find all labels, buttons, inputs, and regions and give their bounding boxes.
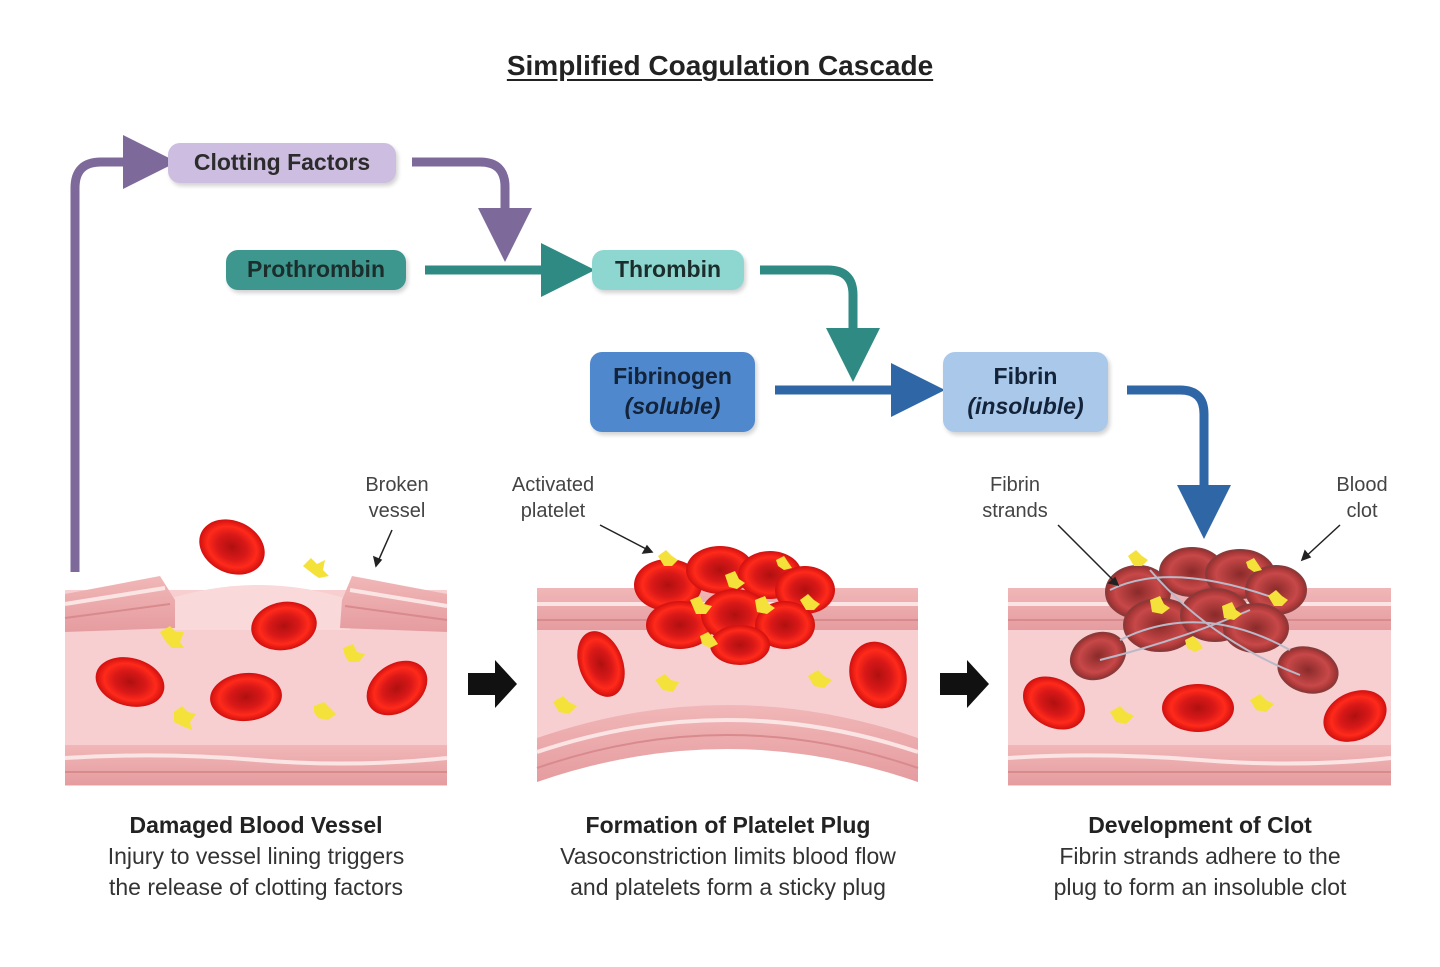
clotting-factors-box: Clotting Factors bbox=[168, 143, 396, 183]
red-blood-cell bbox=[95, 519, 428, 722]
prothrombin-box: Prothrombin bbox=[226, 250, 406, 290]
arrow-fibrin-to-clot bbox=[1127, 385, 1231, 539]
caption-damaged-vessel: Damaged Blood Vessel Injury to vessel li… bbox=[107, 812, 405, 901]
platelet-plug-cluster bbox=[634, 546, 835, 665]
platelet bbox=[553, 670, 832, 714]
caption-clot: Development of Clot Fibrin strands adher… bbox=[1053, 812, 1347, 901]
fibrin-box: Fibrin (insoluble) bbox=[943, 352, 1108, 432]
page-title: Simplified Coagulation Cascade bbox=[506, 50, 934, 81]
next-arrow-1 bbox=[468, 660, 517, 708]
next-arrow-2 bbox=[940, 660, 989, 708]
pointer-activated-platelet bbox=[599, 524, 653, 553]
pointer-fibrin-strands bbox=[1057, 524, 1119, 586]
panel-damaged-vessel bbox=[64, 519, 448, 786]
red-blood-cell bbox=[1023, 676, 1387, 742]
caption-platelet-plug: Formation of Platelet Plug Vasoconstrict… bbox=[560, 812, 896, 901]
fibrinogen-box: Fibrinogen (soluble) bbox=[590, 352, 755, 432]
red-blood-cell bbox=[577, 631, 907, 709]
thrombin-box: Thrombin bbox=[592, 250, 744, 290]
arrow-thrombin-to-fibrin bbox=[760, 265, 880, 382]
panel-clot bbox=[1007, 547, 1392, 786]
arrow-clotting-factors-to-thrombin bbox=[412, 157, 532, 262]
platelet bbox=[160, 558, 365, 730]
platelet bbox=[1110, 694, 1274, 724]
panel-platelet-plug bbox=[536, 546, 919, 782]
arrow-vessel-to-clotting-factors bbox=[70, 135, 177, 572]
